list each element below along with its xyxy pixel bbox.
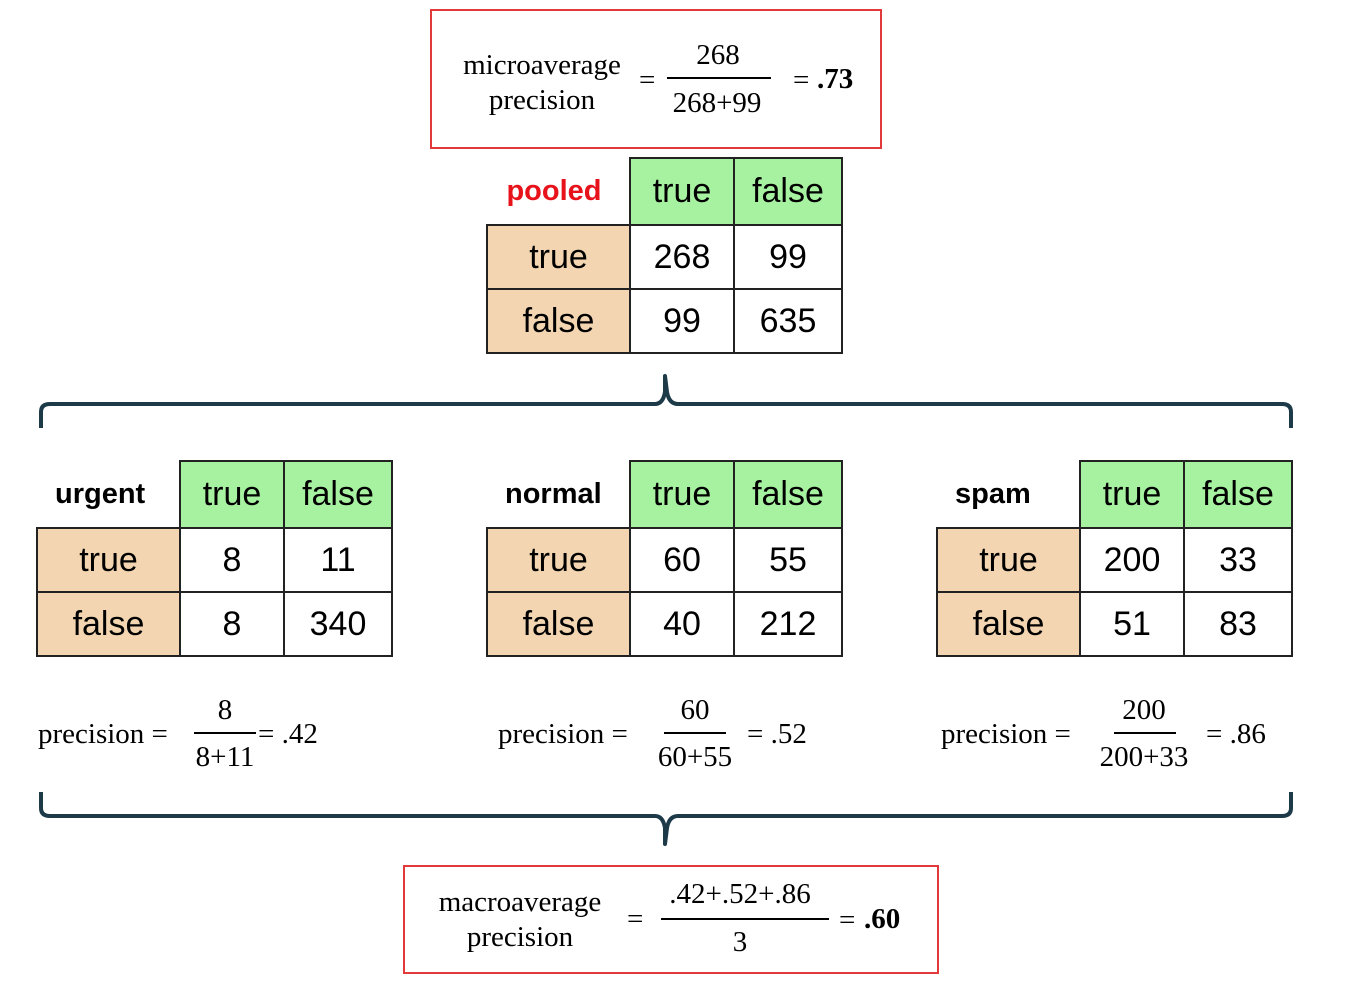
microaverage-equals-result: = xyxy=(793,64,810,96)
microaverage-label-line2: precision xyxy=(488,84,596,116)
matrix-cell: 99 xyxy=(629,288,735,354)
row-header-false: false xyxy=(36,591,181,657)
precision-result: = .42 xyxy=(258,718,318,750)
macroaverage-label-line1: macroaverage xyxy=(438,886,602,918)
pooled-confusion-matrix: pooled true false true 268 99 false 99 6… xyxy=(486,157,843,354)
macroaverage-formula-box: macroaverage precision = .42+.52+.86 3 =… xyxy=(403,865,939,974)
precision-numerator: 8 xyxy=(217,694,233,726)
precision-denominator: 8+11 xyxy=(195,741,255,773)
class-label-normal: normal xyxy=(487,461,630,528)
microaverage-fraction-bar xyxy=(667,77,771,79)
spam-confusion-matrix: spam true false true 200 33 false 51 83 xyxy=(936,460,1293,657)
microaverage-result: .73 xyxy=(817,63,854,95)
precision-label: precision = xyxy=(498,718,628,750)
macroaverage-fraction-bar xyxy=(661,918,829,920)
row-header-true: true xyxy=(486,224,631,290)
microaverage-denominator: 268+99 xyxy=(672,87,762,119)
column-header-true: true xyxy=(629,157,735,226)
row-header-true: true xyxy=(936,527,1081,593)
microaverage-equals: = xyxy=(639,64,656,96)
matrix-cell: 8 xyxy=(179,527,285,593)
precision-fraction-bar xyxy=(664,732,726,734)
matrix-cell: 200 xyxy=(1079,527,1185,593)
row-header-true: true xyxy=(486,527,631,593)
row-header-false: false xyxy=(486,288,631,354)
matrix-cell: 340 xyxy=(283,591,393,657)
macroaverage-equals-result: = xyxy=(839,904,856,936)
matrix-cell: 33 xyxy=(1183,527,1293,593)
precision-denominator: 200+33 xyxy=(1099,741,1189,773)
matrix-cell: 268 xyxy=(629,224,735,290)
column-header-false: false xyxy=(733,157,843,226)
matrix-cell: 99 xyxy=(733,224,843,290)
precision-fraction-bar xyxy=(194,732,256,734)
column-header-true: true xyxy=(1079,460,1185,529)
matrix-cell: 11 xyxy=(283,527,393,593)
macroaverage-denominator: 3 xyxy=(732,926,748,958)
matrix-cell: 212 xyxy=(733,591,843,657)
column-header-false: false xyxy=(733,460,843,529)
microaverage-formula-box: microaverage precision = 268 268+99 = .7… xyxy=(430,9,882,149)
row-header-false: false xyxy=(486,591,631,657)
matrix-cell: 635 xyxy=(733,288,843,354)
microaverage-label-line1: microaverage xyxy=(463,49,621,81)
row-header-true: true xyxy=(36,527,181,593)
top-brace xyxy=(39,374,1293,428)
matrix-cell: 40 xyxy=(629,591,735,657)
urgent-confusion-matrix: urgent true false true 8 11 false 8 340 xyxy=(36,460,393,657)
column-header-false: false xyxy=(1183,460,1293,529)
matrix-cell: 8 xyxy=(179,591,285,657)
matrix-cell: 83 xyxy=(1183,591,1293,657)
precision-numerator: 60 xyxy=(680,694,710,726)
microaverage-numerator: 268 xyxy=(696,39,740,71)
precision-result: = .52 xyxy=(747,718,807,750)
bottom-brace xyxy=(39,792,1293,846)
matrix-cell: 51 xyxy=(1079,591,1185,657)
column-header-false: false xyxy=(283,460,393,529)
precision-numerator: 200 xyxy=(1122,694,1166,726)
macroaverage-result: .60 xyxy=(864,903,901,935)
precision-fraction-bar xyxy=(1114,732,1176,734)
precision-label: precision = xyxy=(941,718,1071,750)
matrix-cell: 55 xyxy=(733,527,843,593)
precision-label: precision = xyxy=(38,718,168,750)
row-header-false: false xyxy=(936,591,1081,657)
column-header-true: true xyxy=(179,460,285,529)
precision-denominator: 60+55 xyxy=(657,741,733,773)
normal-confusion-matrix: normal true false true 60 55 false 40 21… xyxy=(486,460,843,657)
class-label-spam: spam xyxy=(937,461,1080,528)
pooled-label: pooled xyxy=(487,158,630,225)
macroaverage-equals: = xyxy=(627,903,644,935)
macroaverage-numerator: .42+.52+.86 xyxy=(669,878,811,910)
precision-result: = .86 xyxy=(1206,718,1266,750)
macroaverage-label-line2: precision xyxy=(466,921,574,953)
class-label-urgent: urgent xyxy=(37,461,180,528)
matrix-cell: 60 xyxy=(629,527,735,593)
column-header-true: true xyxy=(629,460,735,529)
